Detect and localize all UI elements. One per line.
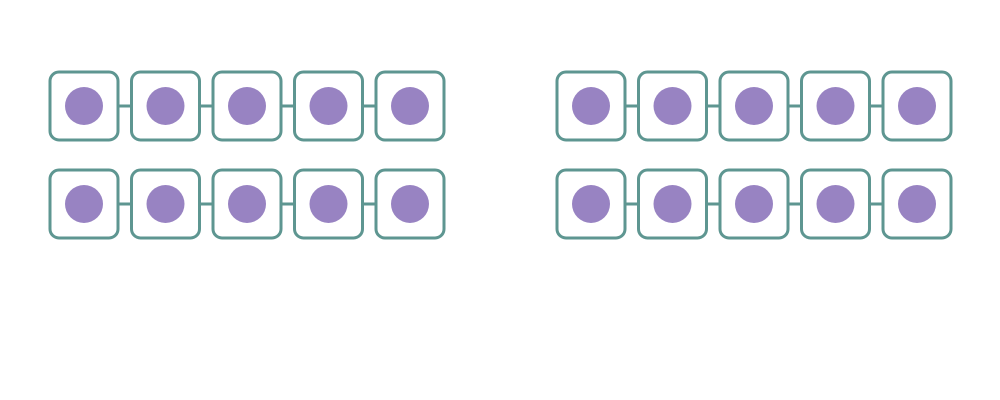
counter-dot <box>898 185 936 223</box>
counter-dot <box>898 87 936 125</box>
counter-dot <box>735 185 773 223</box>
counter-row <box>48 168 446 240</box>
counter-dot <box>653 185 692 223</box>
counter-dot <box>146 87 185 125</box>
counter-dot <box>735 87 773 125</box>
left-group <box>48 70 446 240</box>
counter-dot <box>391 87 429 125</box>
counter-dot <box>309 185 348 223</box>
counter-dot <box>816 185 855 223</box>
counter-row <box>555 70 953 142</box>
counter-row <box>48 70 446 142</box>
counter-row <box>555 168 953 240</box>
right-group <box>555 70 953 240</box>
counter-dot <box>146 185 185 223</box>
counter-dot <box>572 87 610 125</box>
counter-dot <box>572 185 610 223</box>
counter-dot <box>653 87 692 125</box>
counter-dot <box>228 185 266 223</box>
counter-dot <box>816 87 855 125</box>
counter-dot <box>228 87 266 125</box>
counter-dot <box>65 87 103 125</box>
counter-dot <box>391 185 429 223</box>
counter-dot <box>309 87 348 125</box>
counter-dot <box>65 185 103 223</box>
